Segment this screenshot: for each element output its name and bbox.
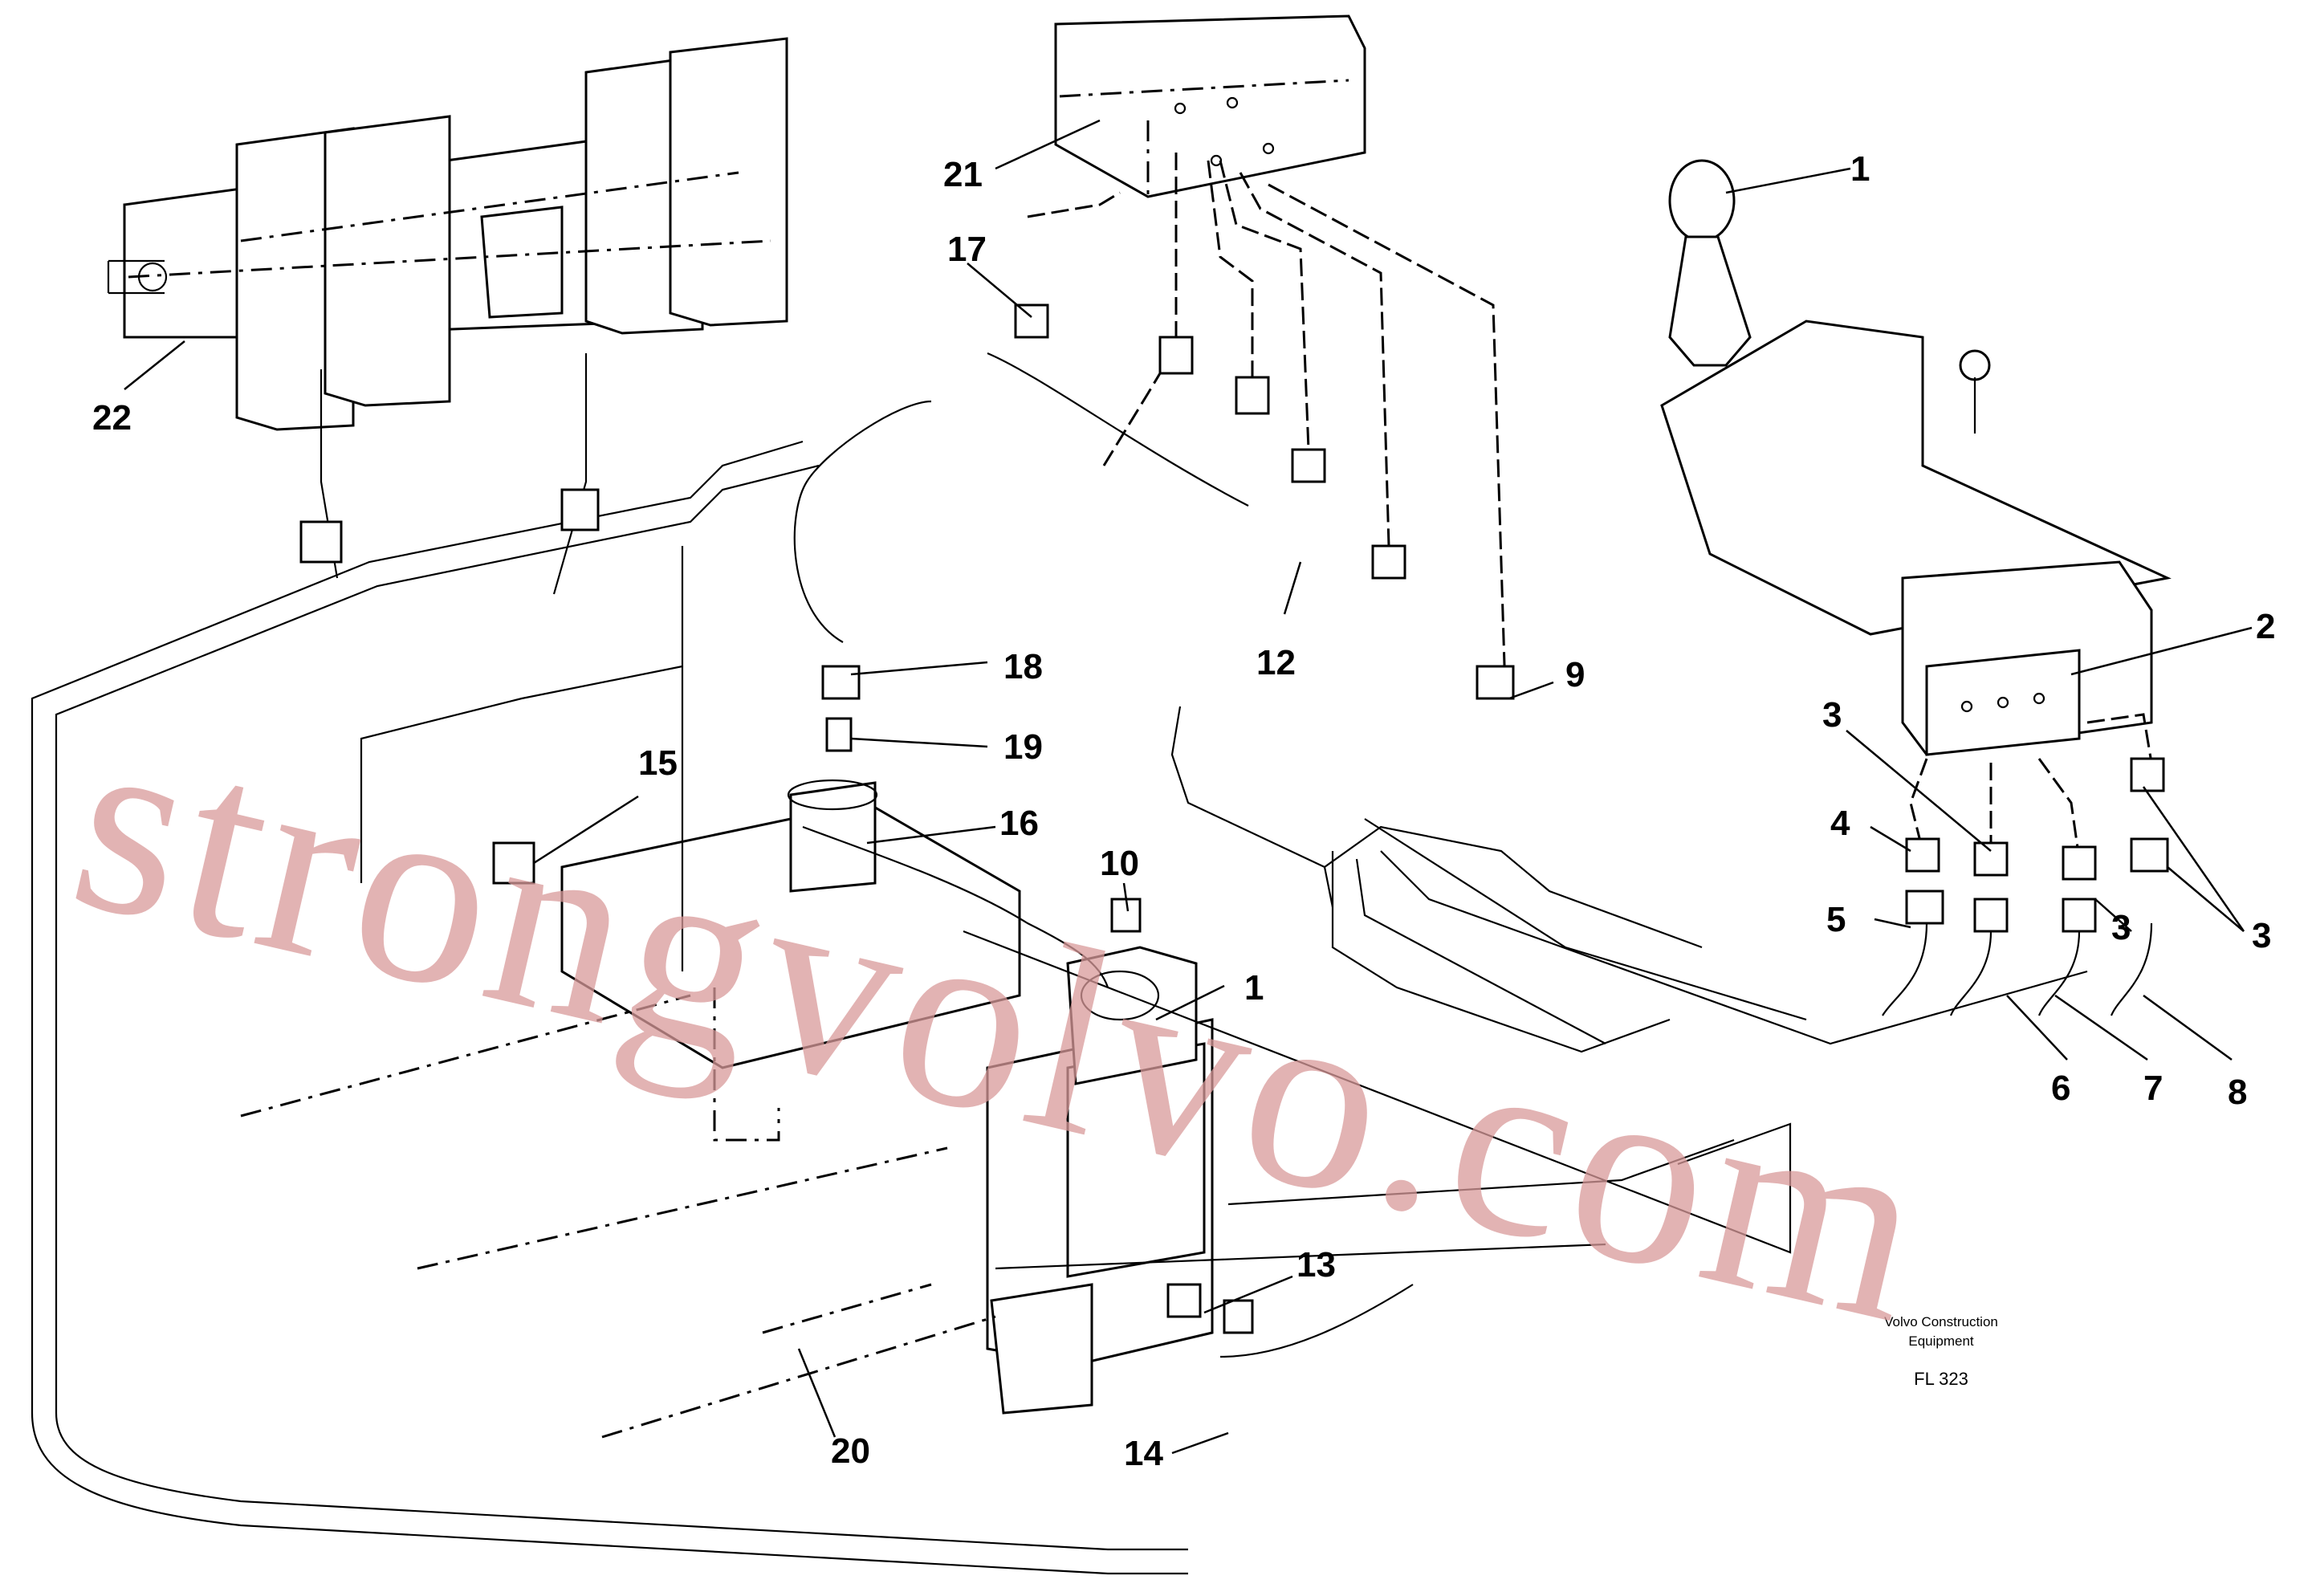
callout-1-valve: 1 xyxy=(1244,968,1264,1008)
callout-12: 12 xyxy=(1256,643,1296,682)
callout-13: 13 xyxy=(1296,1245,1336,1285)
callout-16: 16 xyxy=(999,804,1039,843)
callout-10: 10 xyxy=(1100,844,1139,883)
callout-9: 9 xyxy=(1565,655,1585,694)
central-valve-unit xyxy=(986,946,1214,1415)
control-lever-assembly xyxy=(1660,159,2172,756)
callout-labels: 1 1 2 3 3 3 4 5 6 7 8 9 10 12 13 14 15 1… xyxy=(92,149,2275,1473)
valve-block-22 xyxy=(107,37,788,431)
callout-18: 18 xyxy=(1003,647,1043,686)
callout-21: 21 xyxy=(943,155,983,194)
valve-block-21 xyxy=(1054,14,1366,198)
callout-1-lever: 1 xyxy=(1850,149,1870,189)
callout-4: 4 xyxy=(1830,804,1850,843)
credit-line-2: Equipment xyxy=(1908,1333,1974,1349)
callout-3-mid: 3 xyxy=(2111,908,2131,947)
credit-block: Volvo Construction Equipment FL 323 xyxy=(1884,1314,1998,1389)
callout-19: 19 xyxy=(1003,727,1043,767)
sub-plate-16 xyxy=(560,779,1021,1142)
callout-5: 5 xyxy=(1826,900,1846,939)
callout-3-top: 3 xyxy=(1822,695,1842,735)
callout-22: 22 xyxy=(92,398,132,438)
leader-lines xyxy=(124,119,2253,1455)
callout-14: 14 xyxy=(1124,1434,1163,1473)
callout-2: 2 xyxy=(2256,607,2275,646)
fittings xyxy=(299,303,2169,1334)
callout-7: 7 xyxy=(2143,1069,2163,1108)
figure-code: FL 323 xyxy=(1914,1369,1968,1389)
callout-15: 15 xyxy=(638,743,678,783)
hydraulic-lines xyxy=(31,153,2153,1575)
callout-20: 20 xyxy=(831,1431,870,1471)
callout-17: 17 xyxy=(947,230,987,269)
credit-line-1: Volvo Construction xyxy=(1884,1314,1998,1329)
callout-6: 6 xyxy=(2051,1069,2070,1108)
callout-8: 8 xyxy=(2228,1073,2247,1112)
callout-3-right: 3 xyxy=(2252,916,2271,955)
